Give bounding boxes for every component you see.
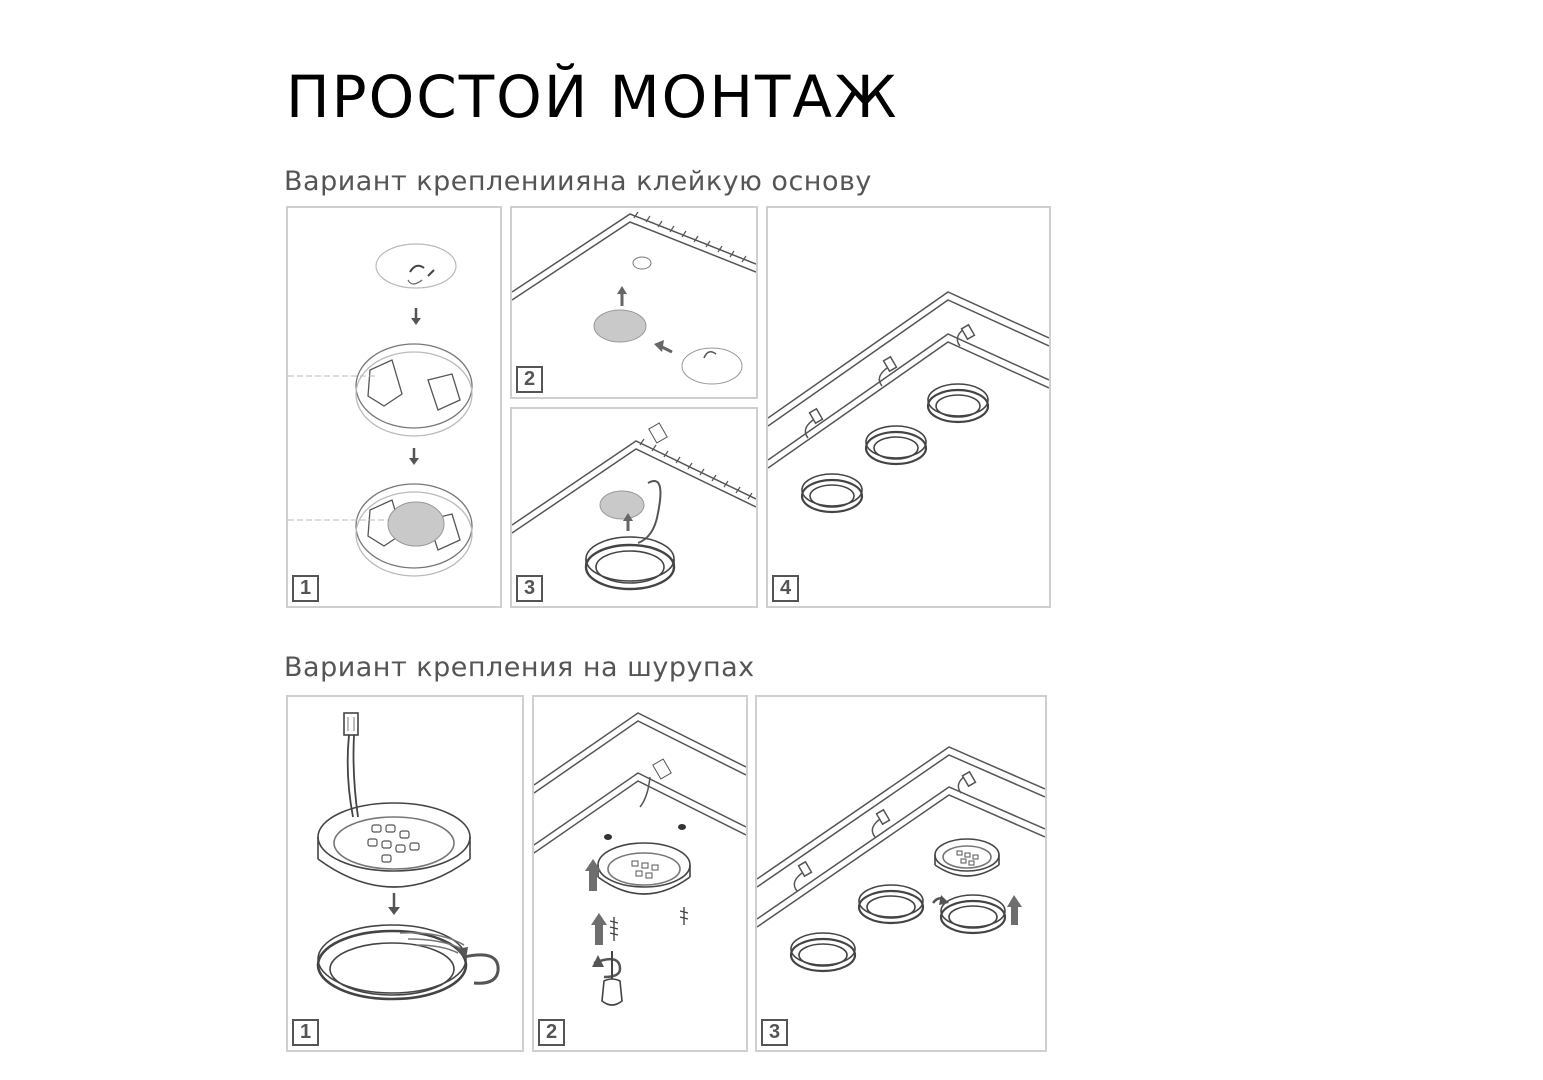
screw-mount-heading: Вариант крепления на шурупах (284, 652, 755, 683)
step-number-badge: 2 (516, 366, 543, 393)
adhesive-step-4-panel: 4 (766, 206, 1051, 608)
step-number-badge: 1 (292, 1019, 319, 1046)
adhesive-step-3-panel: 3 (510, 407, 758, 608)
step-number-badge: 1 (292, 575, 319, 602)
step-number-badge: 2 (538, 1019, 565, 1046)
step-number-badge: 3 (516, 575, 543, 602)
adhesive-step-2-illustration (512, 211, 756, 385)
step-number-badge: 4 (772, 575, 799, 602)
adhesive-step-4-illustration (768, 291, 1049, 514)
adhesive-mount-heading: Вариант креплениияна клейкую основу (284, 166, 872, 197)
adhesive-step-3-illustration (512, 422, 756, 591)
screw-step-2-panel: 2 (532, 695, 748, 1052)
adhesive-step-2-panel: 2 (510, 206, 758, 399)
screw-step-3-illustration (757, 746, 1045, 973)
step-number-badge: 3 (761, 1019, 788, 1046)
screw-step-3-panel: 3 (755, 695, 1047, 1052)
adhesive-step-1-panel: 1 (286, 206, 502, 608)
adhesive-step-1-illustration (288, 243, 473, 577)
screw-step-2-illustration (534, 712, 746, 1006)
screw-step-1-illustration (316, 712, 500, 1001)
page-title: ПРОСТОЙ МОНТАЖ (286, 63, 899, 131)
screw-step-1-panel: 1 (286, 695, 524, 1052)
